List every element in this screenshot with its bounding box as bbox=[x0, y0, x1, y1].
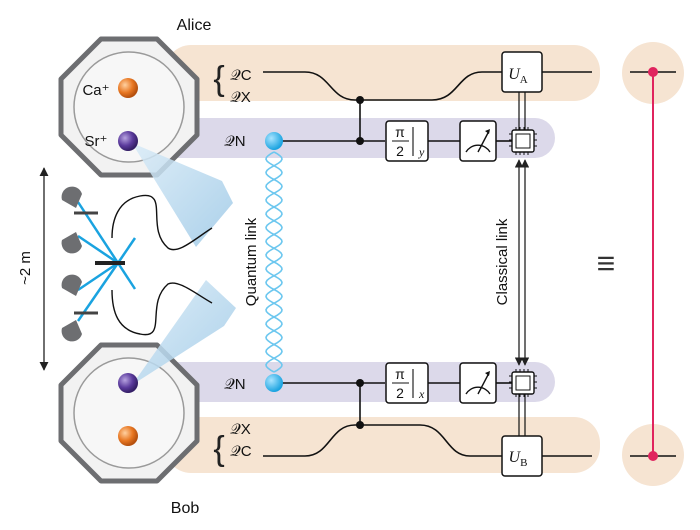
alice-qn-label: 𝒬N bbox=[224, 133, 246, 150]
bob-label: Bob bbox=[171, 500, 200, 517]
alice-sr-ion bbox=[118, 131, 138, 151]
alice-cnot-dot-top bbox=[356, 96, 364, 104]
alice-qx-label: 𝒬X bbox=[230, 89, 251, 106]
alice-measurement-gate bbox=[459, 120, 497, 162]
alice-ion-trap bbox=[58, 36, 200, 178]
bob-classical-band bbox=[165, 417, 600, 473]
ub-sub: B bbox=[520, 457, 527, 469]
classical-link-label: Classical link bbox=[494, 218, 511, 305]
bob-qx-label: 𝒬X bbox=[230, 421, 251, 438]
alice-classical-band bbox=[165, 45, 600, 101]
bob-rot-num: π bbox=[395, 366, 405, 382]
bob-qn-label: 𝒬N bbox=[224, 376, 246, 393]
bob-rot-axis: x bbox=[418, 387, 425, 401]
bob-qc-label: 𝒬C bbox=[230, 443, 252, 460]
bob-sr-ion bbox=[118, 373, 138, 393]
alice-brace: { bbox=[213, 60, 224, 98]
alice-qc-label: 𝒬C bbox=[230, 67, 252, 84]
detector-1 bbox=[61, 186, 82, 208]
bob-measurement-gate bbox=[459, 362, 497, 404]
bell-pair bbox=[630, 67, 676, 461]
ua-sub: A bbox=[520, 74, 528, 86]
alice-light-cone bbox=[132, 143, 233, 247]
equivalent-symbol: ≡ bbox=[597, 245, 616, 281]
alice-rotation-gate: π 2 y bbox=[385, 120, 429, 162]
alice-rot-num: π bbox=[395, 124, 405, 140]
bob-network-photon bbox=[265, 374, 283, 392]
alice-network-photon bbox=[265, 132, 283, 150]
quantum-link-label: Quantum link bbox=[243, 217, 260, 306]
bob-processor-icon bbox=[509, 369, 537, 397]
svg-text:UA: UA bbox=[508, 66, 528, 86]
quantum-link-strands bbox=[265, 151, 283, 373]
svg-text:UB: UB bbox=[509, 449, 528, 469]
bob-cnot-dot-bottom bbox=[356, 421, 364, 429]
bob-light-cone bbox=[132, 280, 236, 385]
alice-rot-axis: y bbox=[418, 145, 425, 159]
alice-ca-ion bbox=[118, 78, 138, 98]
detector-4 bbox=[61, 320, 82, 342]
detector-2 bbox=[61, 232, 82, 254]
bob-rotation-gate: π 2 x bbox=[385, 362, 429, 404]
alice-network-band bbox=[105, 118, 555, 158]
ua-label: U bbox=[508, 66, 521, 83]
alice-ca-label: Ca⁺ bbox=[82, 82, 109, 99]
bob-unitary-gate: UB bbox=[501, 435, 543, 477]
distance-label: ~2 m bbox=[17, 251, 34, 285]
alice-sr-label: Sr⁺ bbox=[85, 133, 108, 150]
alice-rot-den: 2 bbox=[396, 143, 404, 159]
bob-rot-den: 2 bbox=[396, 385, 404, 401]
detector-3 bbox=[61, 274, 82, 296]
bob-cnot-dot-top bbox=[356, 379, 364, 387]
ub-label: U bbox=[509, 449, 522, 466]
alice-cnot-dot-bottom bbox=[356, 137, 364, 145]
bell-state-analyzer bbox=[61, 186, 137, 342]
bob-network-band bbox=[105, 362, 555, 402]
bob-ca-ion bbox=[118, 426, 138, 446]
alice-label: Alice bbox=[177, 17, 212, 34]
alice-classical-wire bbox=[263, 71, 592, 101]
alice-processor-icon bbox=[509, 127, 537, 155]
bob-brace: { bbox=[213, 430, 224, 468]
bob-ion-trap bbox=[58, 342, 200, 484]
bob-fiber bbox=[111, 282, 213, 336]
alice-fiber bbox=[111, 194, 213, 251]
bob-classical-wire bbox=[263, 424, 592, 457]
alice-unitary-gate: UA bbox=[501, 51, 543, 93]
